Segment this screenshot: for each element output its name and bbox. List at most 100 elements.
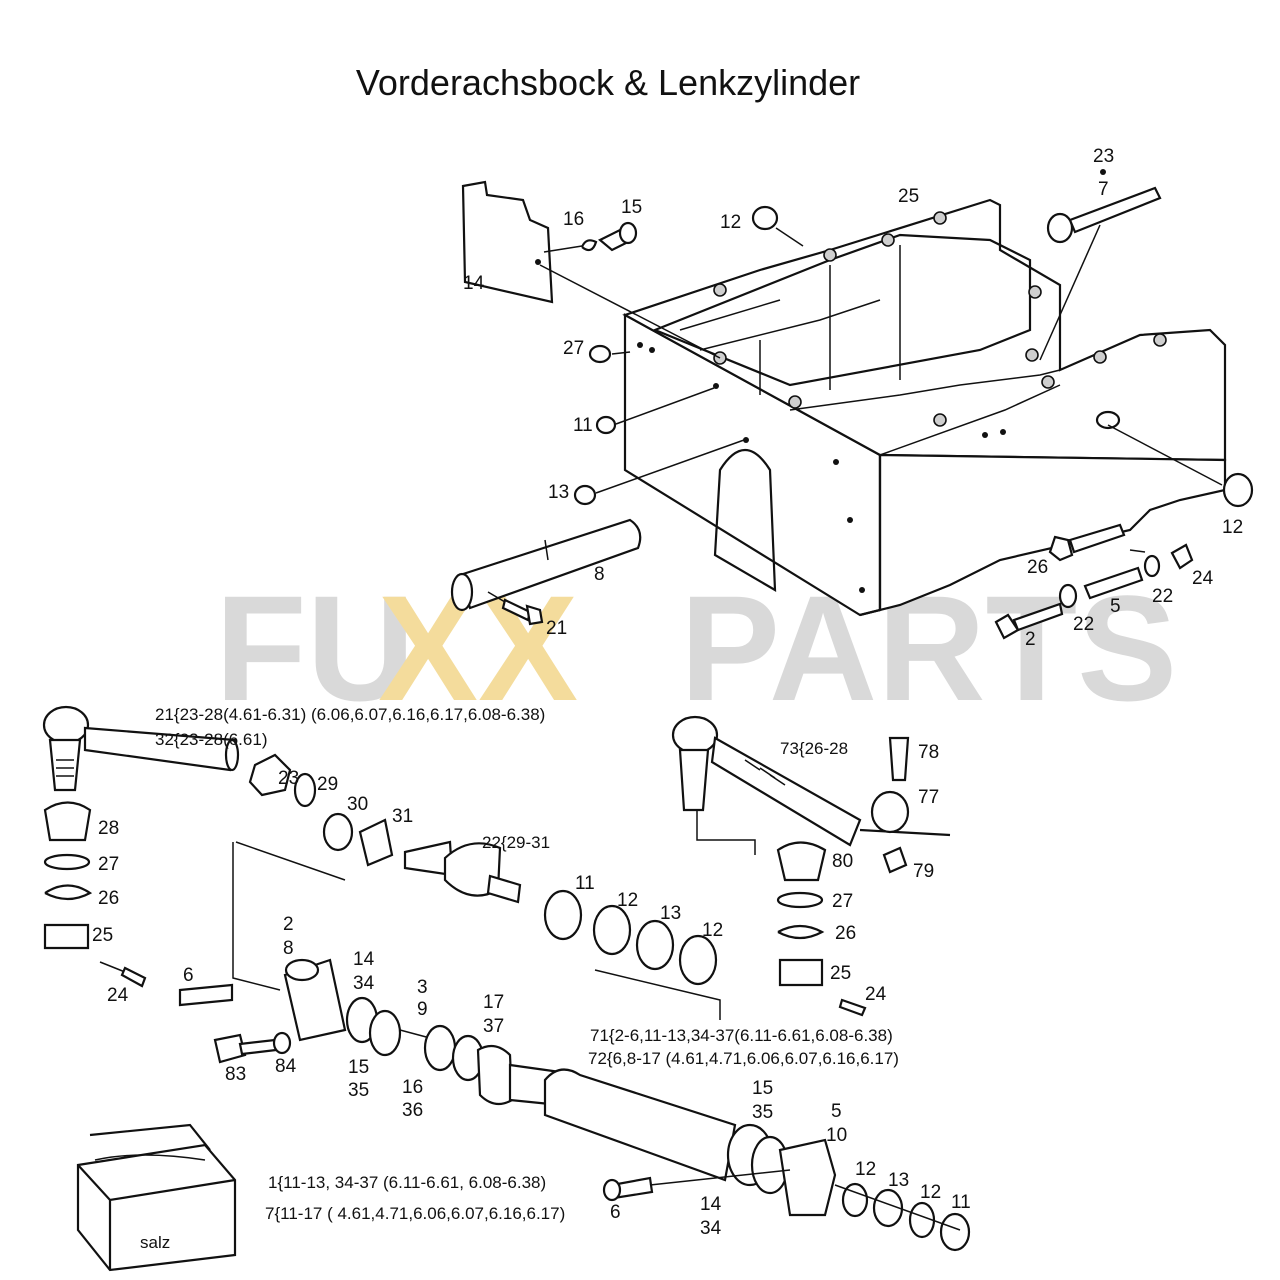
label-25-right: 25 [830, 963, 851, 984]
watermark-left: FU [215, 564, 415, 732]
label-36: 36 [402, 1100, 423, 1121]
label-35-cyl: 35 [348, 1080, 369, 1101]
label-14-cyl: 14 [353, 949, 375, 970]
label-29: 29 [317, 774, 338, 795]
label-9: 9 [417, 999, 428, 1020]
label-6-bot: 6 [610, 1202, 621, 1223]
label-14-bot: 14 [700, 1194, 722, 1215]
label-15-bot: 15 [752, 1078, 773, 1099]
ball-joint-kit-right [776, 841, 867, 1017]
label-23-mid: 23 [278, 768, 299, 789]
leader-bracket-left [232, 842, 281, 991]
tie-rod-right [671, 715, 951, 874]
plug-27 [588, 344, 612, 364]
tie-rod-middle-22 [403, 840, 522, 904]
label-11-mid: 11 [575, 873, 595, 894]
label-16: 16 [563, 209, 584, 230]
label-5: 5 [1110, 596, 1121, 617]
label-24-right: 24 [865, 984, 887, 1005]
label-8-cyl: 8 [283, 938, 294, 959]
label-12-bot-a: 12 [855, 1159, 876, 1180]
label-28: 28 [98, 818, 119, 839]
label-35-bot: 35 [752, 1102, 773, 1123]
label-23: 23 [1093, 146, 1114, 167]
label-5-bot: 5 [831, 1101, 842, 1122]
part-labels: 23 7 25 16 15 12 14 27 11 13 12 8 21 26 … [92, 146, 1243, 1239]
label-13: 13 [548, 482, 569, 503]
label-37: 37 [483, 1016, 504, 1037]
label-77: 77 [918, 787, 939, 808]
label-34-cyl: 34 [353, 973, 375, 994]
label-7: 7 [1098, 179, 1109, 200]
label-22-a: 22 [1073, 614, 1094, 635]
rings-11-13 [543, 889, 718, 986]
label-11: 11 [573, 415, 593, 436]
group-73: 73{26-28 [780, 739, 848, 758]
plug-11 [595, 415, 617, 435]
label-13-bot: 13 [888, 1170, 909, 1191]
label-17: 17 [483, 992, 504, 1013]
group-32: 32{23-28(6.61) [155, 730, 267, 749]
label-3: 3 [417, 977, 428, 998]
parts-box: salz [76, 1123, 237, 1272]
plug-12-top [751, 205, 779, 231]
label-31: 31 [392, 806, 413, 827]
label-25-left: 25 [92, 925, 113, 946]
label-21: 21 [546, 618, 567, 639]
bolt-15 [543, 221, 638, 253]
plug-13 [573, 484, 597, 506]
label-16-cyl: 16 [402, 1077, 423, 1098]
label-15: 15 [621, 197, 642, 218]
group-71: 71{2-6,11-13,34-37(6.11-6.61,6.08-6.38) [590, 1026, 893, 1045]
label-11-bot: 11 [951, 1192, 971, 1213]
label-24: 24 [1192, 568, 1214, 589]
label-83: 83 [225, 1064, 246, 1085]
label-80: 80 [832, 851, 853, 872]
label-26-left: 26 [98, 888, 119, 909]
plug-12-right [1222, 472, 1254, 508]
label-10: 10 [826, 1125, 847, 1146]
axle-pin-8 [450, 518, 642, 612]
label-84: 84 [275, 1056, 297, 1077]
label-30: 30 [347, 794, 368, 815]
label-12-right: 12 [1222, 517, 1243, 538]
label-78: 78 [918, 742, 939, 763]
nut-and-rings-23-31 [248, 753, 394, 867]
label-8: 8 [594, 564, 605, 585]
group-7: 7{11-17 ( 4.61,4.71,6.06,6.07,6.16,6.17) [265, 1204, 565, 1223]
label-15-cyl: 15 [348, 1057, 369, 1078]
label-2: 2 [1025, 629, 1036, 650]
label-27: 27 [563, 338, 584, 359]
group-21: 21{23-28(4.61-6.31) (6.06,6.07,6.16,6.17… [155, 705, 545, 724]
label-27-left: 27 [98, 854, 119, 875]
diagram-title: Vorderachsbock & Lenkzylinder [355, 62, 861, 103]
label-34-bot: 34 [700, 1218, 722, 1239]
label-12-bot-b: 12 [920, 1182, 941, 1203]
axle-bracket-housing [622, 198, 1227, 617]
group-72: 72{6,8-17 (4.61,4.71,6.06,6.07,6.16,6.17… [588, 1049, 899, 1068]
label-27-right: 27 [832, 891, 853, 912]
label-6-cyl: 6 [183, 965, 194, 986]
label-26: 26 [1027, 557, 1048, 578]
group-1: 1{11-13, 34-37 (6.11-6.61, 6.08-6.38) [268, 1173, 546, 1192]
label-14: 14 [463, 273, 485, 294]
bolt-21 [487, 591, 544, 626]
label-25: 25 [898, 186, 919, 207]
label-22-b: 22 [1152, 586, 1173, 607]
label-13-mid: 13 [660, 903, 681, 924]
steering-cylinder [178, 958, 971, 1252]
label-79: 79 [913, 861, 934, 882]
cover-plate-14 [461, 180, 721, 359]
label-24-left: 24 [107, 985, 129, 1006]
label-12-mid-b: 12 [702, 920, 723, 941]
ball-joint-kit-left [43, 801, 147, 988]
long-bolt-7 [1039, 169, 1162, 361]
box-brand: salz [140, 1233, 170, 1252]
bolt-kit-right [994, 523, 1194, 640]
group-22: 22{29-31 [482, 833, 550, 852]
label-2-cyl: 2 [283, 914, 294, 935]
label-26-right: 26 [835, 923, 856, 944]
group-annotations: 21{23-28(4.61-6.31) (6.06,6.07,6.16,6.17… [155, 705, 899, 1223]
